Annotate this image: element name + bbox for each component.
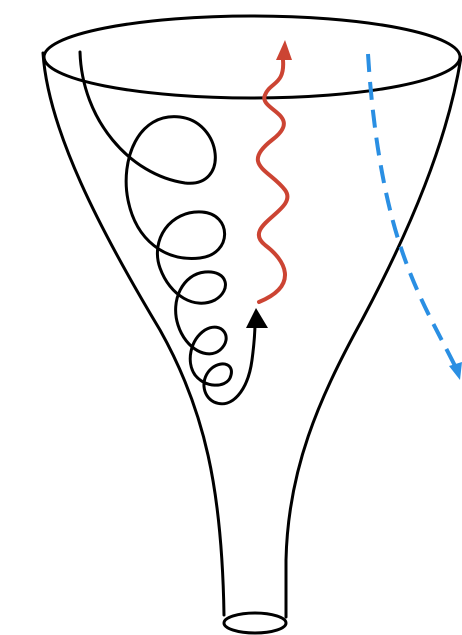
dashed-curve [368,54,456,368]
spiral-arrowhead [246,308,268,328]
spiral-path [80,52,268,404]
funnel-spout [224,613,286,633]
funnel-left-wall [43,53,224,615]
wavy-arrowhead [276,40,292,60]
funnel-rim [44,16,460,98]
spiral-curve [80,52,255,404]
wavy-path [258,40,292,302]
funnel-right-wall [286,57,461,617]
dashed-path [368,54,462,380]
dashed-arrowhead [449,362,462,380]
